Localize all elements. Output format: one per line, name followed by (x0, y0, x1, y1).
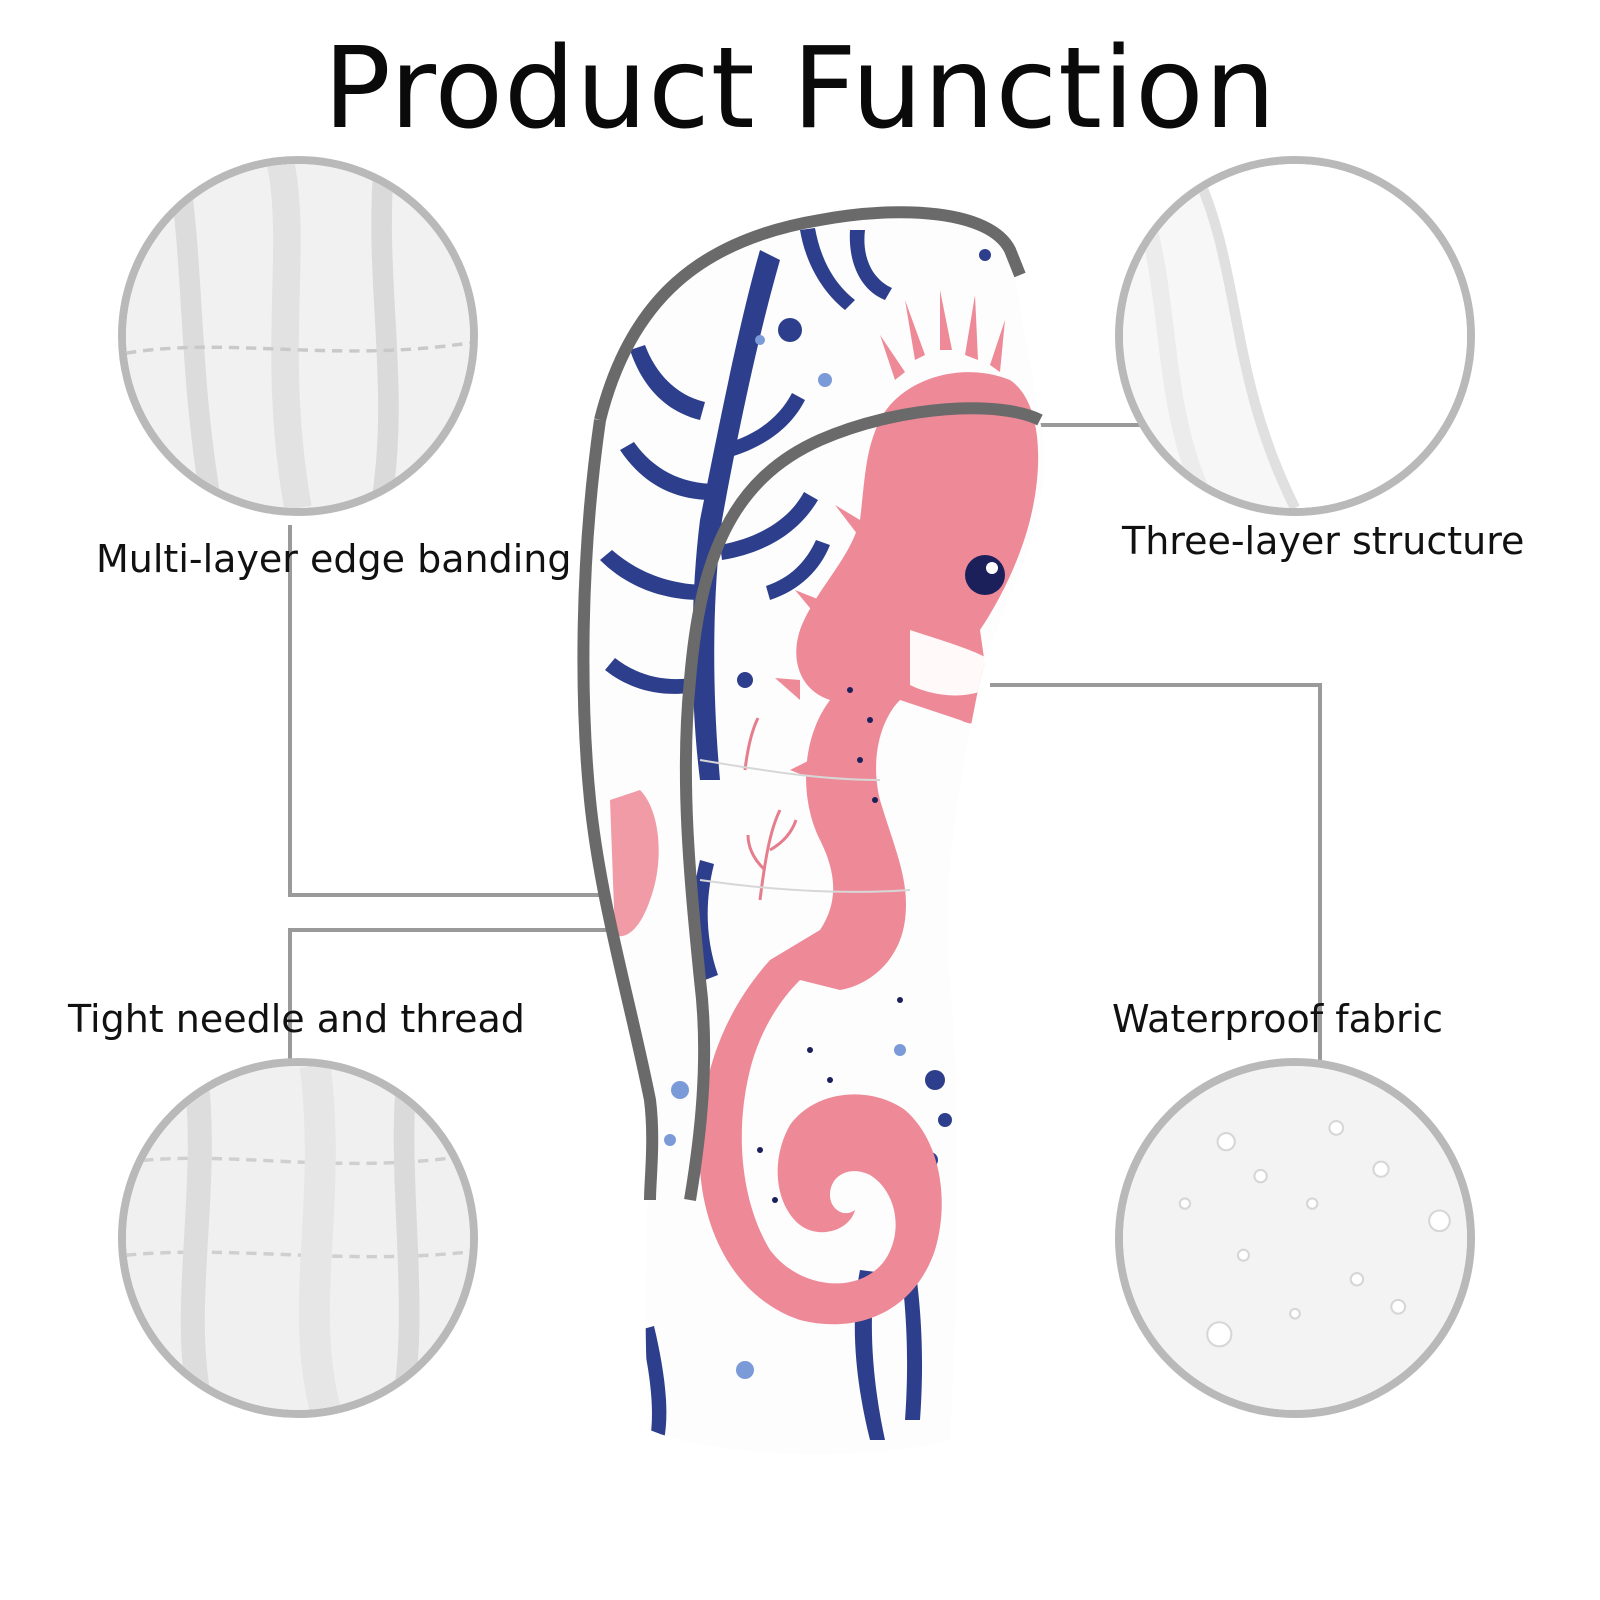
leader-line-needle-thread (288, 928, 640, 1080)
label-waterproof: Waterproof fabric (1112, 997, 1444, 1041)
detail-circle-needle-thread (118, 1058, 478, 1418)
leader-line-edge-banding (288, 525, 620, 897)
leader-line-waterproof (990, 683, 1322, 1080)
detail-circle-three-layer (1115, 156, 1475, 516)
label-three-layer: Three-layer structure (1122, 519, 1525, 563)
detail-circle-waterproof (1115, 1058, 1475, 1418)
detail-circle-edge-banding (118, 156, 478, 516)
page-title: Product Function (323, 24, 1277, 154)
label-needle-thread: Tight needle and thread (68, 997, 525, 1041)
label-edge-banding: Multi-layer edge banding (96, 537, 572, 581)
